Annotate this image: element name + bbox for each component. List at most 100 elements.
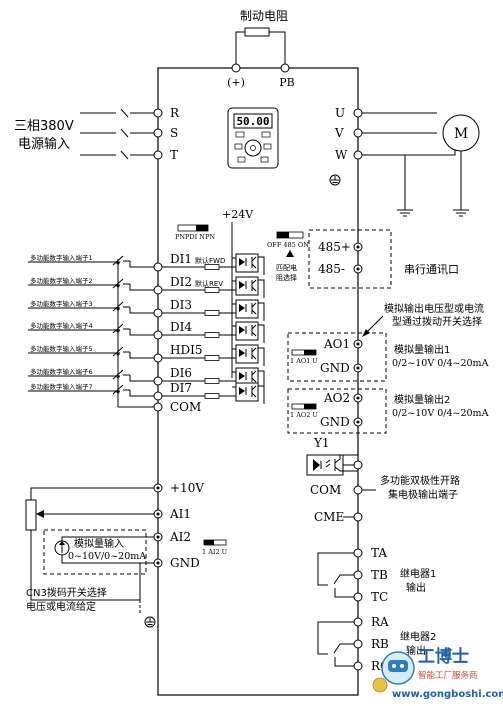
power-input: 三相380V 电源输入 R S T: [14, 106, 180, 162]
input-resistor-icon: [204, 310, 220, 316]
open-collector-output: Y1 COM CME 多功能双极性开路 集电极输出端子: [306, 436, 460, 524]
terminal-ra: [353, 617, 363, 627]
terminal-plus-label: (+): [227, 76, 245, 89]
terminal-di-label: DI7: [170, 381, 192, 395]
terminal-di-label: DI3: [170, 298, 192, 312]
terminal-di-label: DI4: [170, 320, 192, 334]
terminal-gnd-label: GND: [170, 556, 200, 570]
cn3-note-2: 电压或电流给定: [26, 600, 96, 613]
terminal-tb: [353, 570, 363, 580]
power-input-line2: 电源输入: [18, 136, 70, 152]
potentiometer-icon: [25, 499, 37, 531]
relay2-label-1: 继电器2: [400, 630, 436, 643]
terminal-com: [153, 402, 163, 412]
terminal-u: [353, 108, 363, 118]
di-function-label: 多功能数字输入端子4: [30, 321, 93, 330]
input-resistor-icon: [204, 378, 220, 384]
watermark: 工博士 智能工厂服务商 www.gongboshi.com: [372, 646, 503, 700]
relay-outputs: TA TB TC 继电器1 输出 RA RB RC 继电器2 输出: [317, 546, 436, 673]
terminal-plus: [231, 63, 241, 73]
ai2-switch-icon: [203, 539, 227, 546]
terminal-485m-label: 485-: [318, 262, 345, 276]
npn-switch-icon: [177, 224, 209, 232]
di-function-label: 多功能数字输入端子2: [30, 276, 93, 285]
terminal-ta-label: TA: [371, 546, 387, 560]
terminal-com-label: COM: [170, 400, 201, 414]
brake-resistor: 制动电阻 (+) PB: [227, 9, 295, 89]
ao1-switch-icon: [291, 349, 317, 356]
terminal-u-label: U: [335, 106, 345, 120]
input-resistor-icon: [204, 393, 220, 399]
terminal-di: [153, 285, 163, 295]
di-function-label: 多功能数字输入端子7: [30, 382, 93, 391]
default-rev-label: 默认REV: [195, 279, 223, 288]
input-resistor-icon: [204, 264, 220, 270]
watermark-url: www.gongboshi.com: [392, 689, 503, 700]
brake-resistor-title: 制动电阻: [240, 9, 288, 23]
terminal-cme: [353, 512, 363, 522]
terminal-gnd1-label: GND: [320, 361, 350, 375]
terminal-ao2-label: AO2: [323, 391, 350, 405]
terminal-di-label: HDI5: [170, 343, 202, 357]
npn-switch-label: PNPDI NPN: [175, 233, 215, 241]
terminal-ai1-label: AI1: [169, 507, 191, 521]
ao-note-1: 模拟输出电压型或电流: [384, 302, 484, 315]
termination-note-1: 匹配电: [276, 263, 297, 272]
terminal-rb-label: RB: [371, 637, 389, 651]
di-row: 多功能数字输入端子5 HDI5: [28, 343, 265, 366]
terminal-y1-label: Y1: [313, 436, 330, 450]
terminal-v: [353, 128, 363, 138]
ground-icon: [144, 616, 156, 628]
supply-24v: +24V PNPDI NPN: [175, 208, 254, 378]
terminal-di: [153, 391, 163, 401]
terminal-r-label: R: [170, 106, 180, 120]
terminal-tc-label: TC: [371, 590, 388, 604]
brake-resistor-symbol: [244, 27, 270, 37]
terminal-10v-label: +10V: [170, 481, 204, 495]
terminal-pb: [280, 63, 290, 73]
terminal-oc-com: [353, 485, 363, 495]
analog-output-2-title: 模拟量输出2: [394, 393, 450, 406]
terminal-ai2-label: AI2: [169, 530, 191, 544]
terminal-tb-label: TB: [371, 568, 388, 582]
comm-port-label: 串行通讯口: [404, 263, 459, 276]
ground-icon: [453, 209, 469, 217]
terminal-di: [153, 376, 163, 386]
relay1-label-2: 输出: [406, 581, 426, 594]
termination-switch-label: OFF 485 ON: [267, 241, 309, 249]
motor-output: U V W M: [329, 106, 480, 217]
ao2-switch-label: 1 AO2 U: [290, 411, 318, 419]
terminal-di-label: DI2: [170, 275, 192, 289]
ao-note-2: 型通过拨动开关选择: [392, 315, 482, 328]
terminal-di-label: DI6: [170, 366, 192, 380]
di-function-label: 多功能数字输入端子3: [30, 299, 93, 308]
di-function-label: 多功能数字输入端子5: [30, 344, 93, 353]
terminal-rb: [353, 639, 363, 649]
ground-icon: [397, 209, 413, 217]
terminal-w: [353, 150, 363, 160]
analog-outputs: 模拟输出电压型或电流 型通过拨动开关选择 1 AO1 U AO1 GND 模拟量…: [287, 302, 489, 434]
keypad: 50.00: [227, 107, 279, 169]
termination-note-2: 阻选择: [276, 273, 297, 282]
ground-icon: [329, 174, 341, 186]
ao2-switch-icon: [291, 403, 317, 410]
terminal-w-label: W: [335, 148, 348, 162]
robot-mascot-icon: [372, 651, 415, 693]
terminal-t: [153, 150, 163, 160]
input-resistor-icon: [204, 332, 220, 338]
analog-output-1-range: 0/2~10V 0/4~20mA: [392, 358, 489, 369]
terminal-di-label: DI1: [170, 252, 192, 266]
terminal-t-label: T: [170, 148, 178, 162]
terminal-di: [153, 308, 163, 318]
terminal-di: [153, 262, 163, 272]
watermark-slogan: 智能工厂服务商: [418, 670, 478, 681]
optocoupler-icon: [306, 454, 344, 476]
di-row: 多功能数字输入端子3 DI3: [28, 298, 265, 321]
input-resistor-icon: [204, 287, 220, 293]
terminal-tc: [353, 592, 363, 602]
di-row: 多功能数字输入端子2 DI2: [28, 275, 265, 298]
analog-output-2-range: 0/2~10V 0/4~20mA: [392, 408, 489, 419]
